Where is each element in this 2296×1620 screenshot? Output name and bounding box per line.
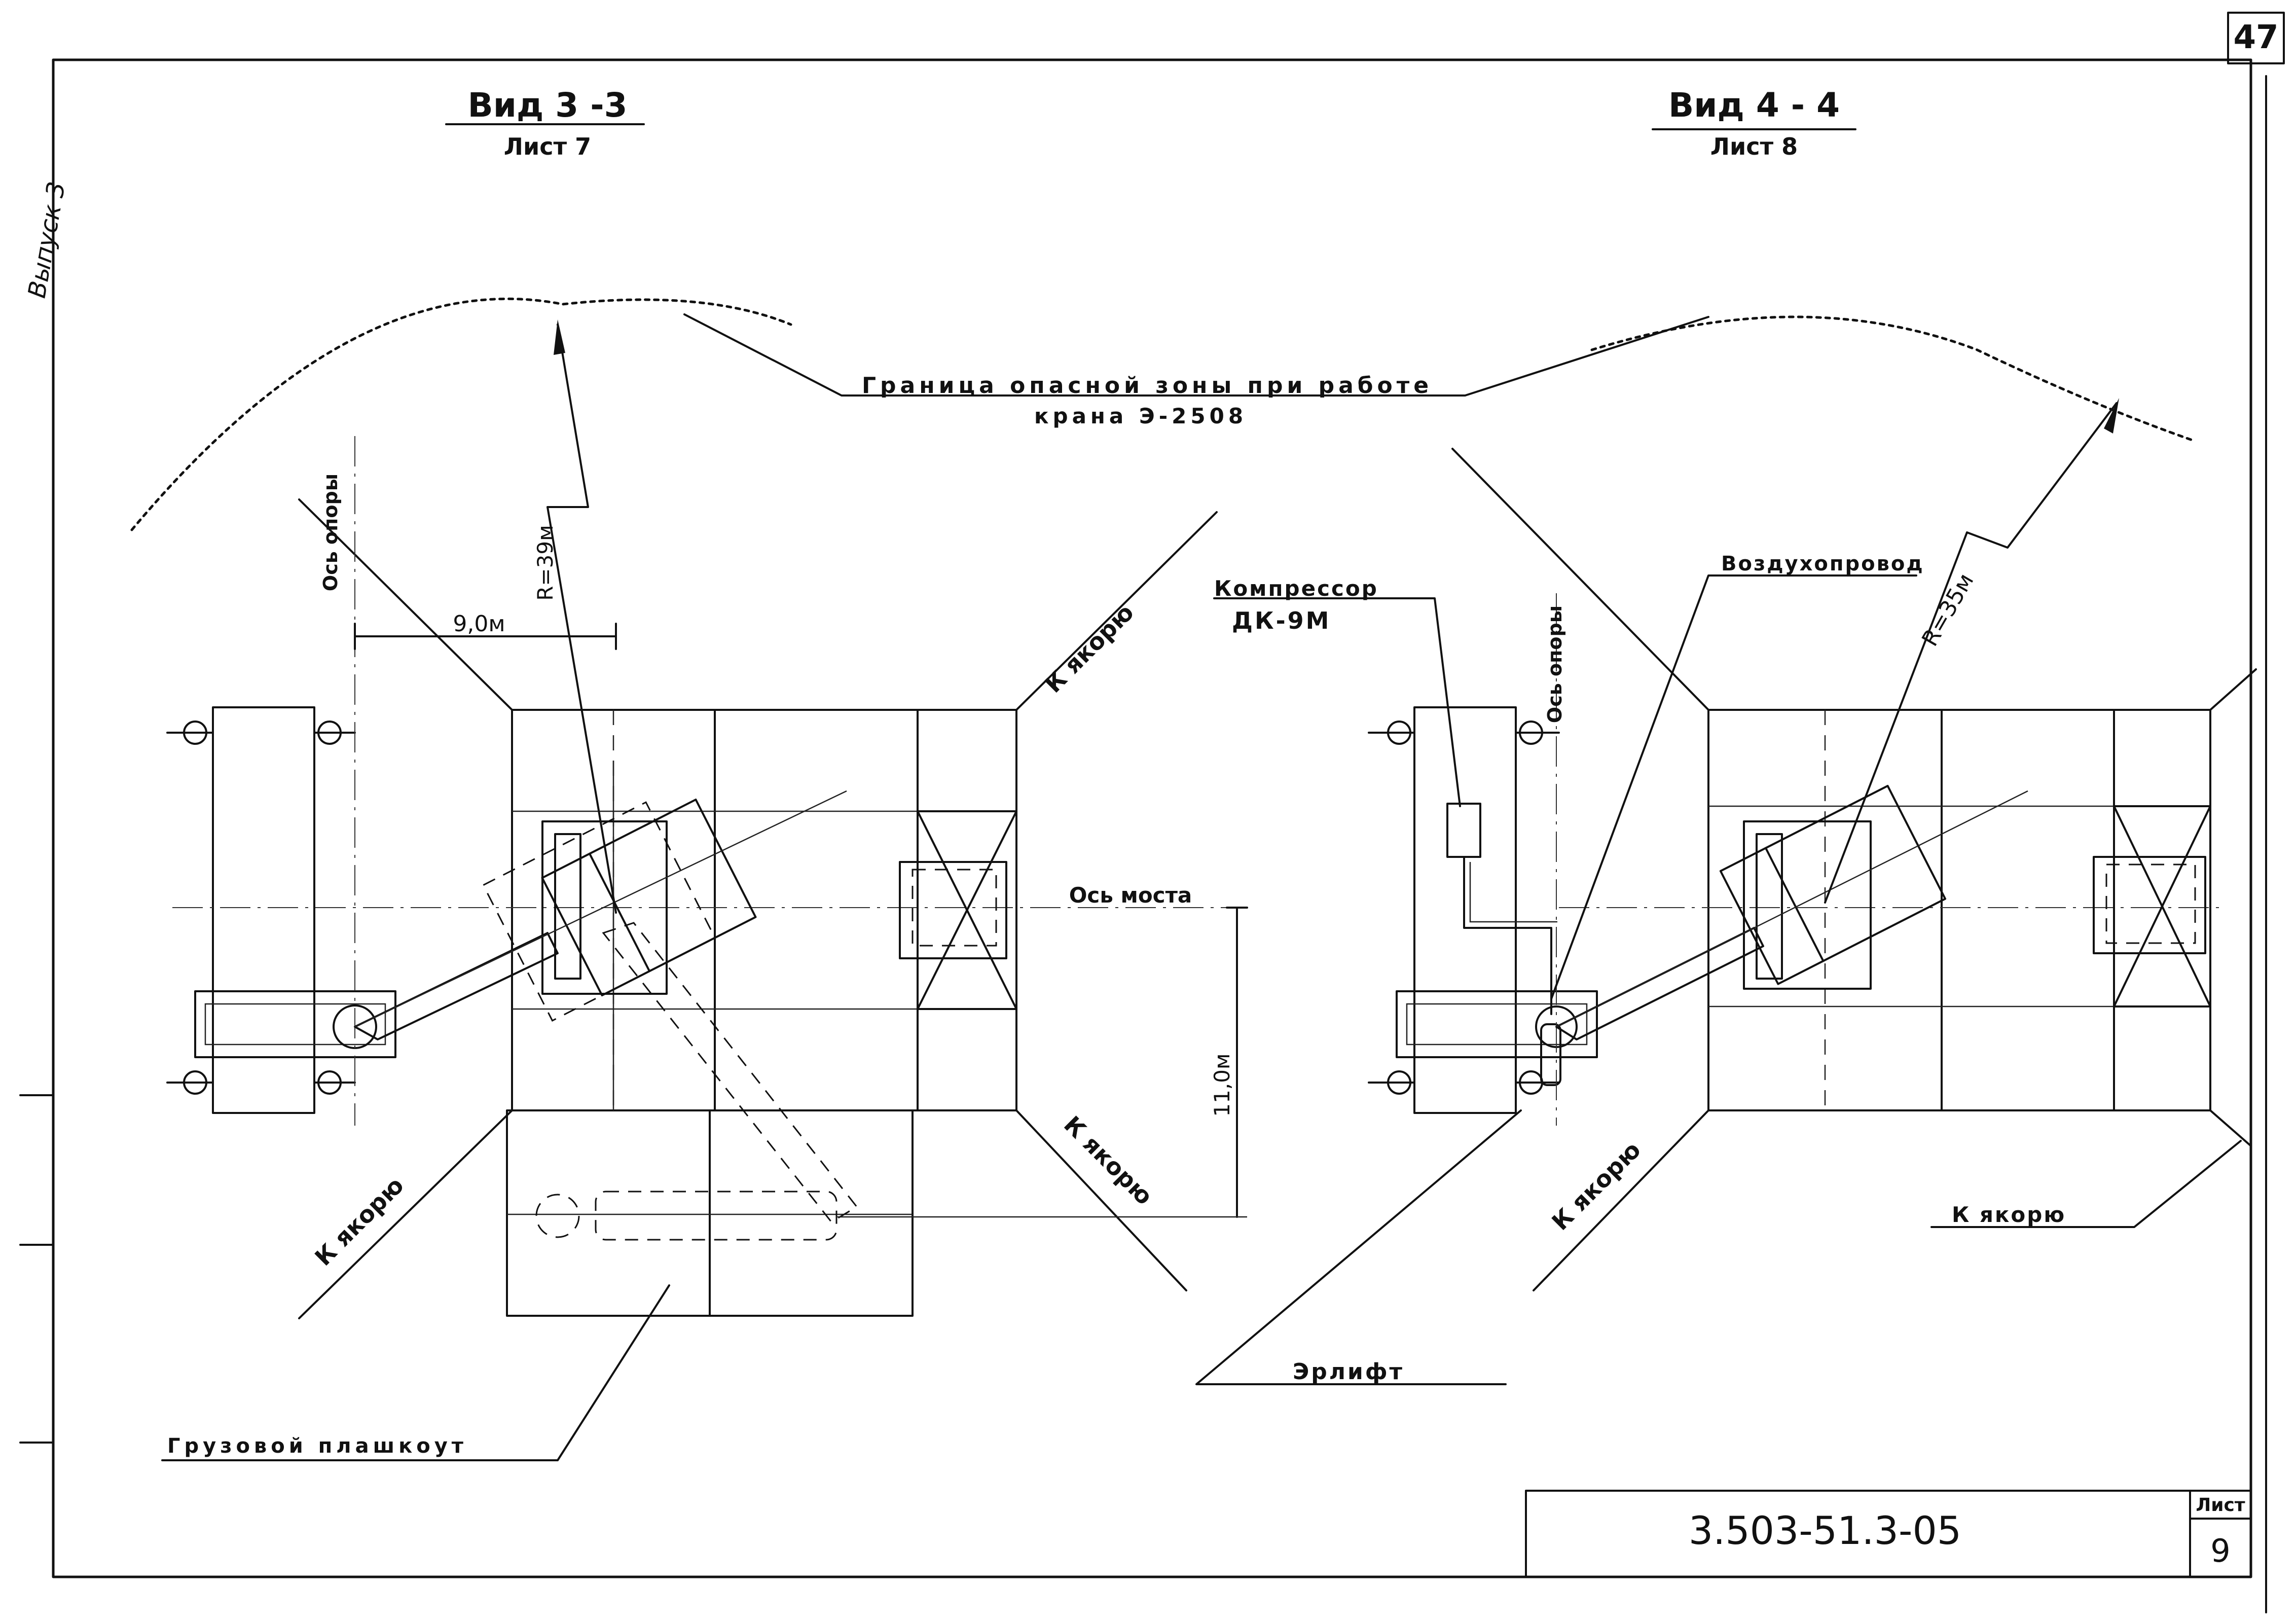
sheet-number: 9 <box>2210 1532 2230 1569</box>
right-view-drawing <box>1195 398 2257 1385</box>
margin-label: Выпуск 3 <box>23 179 71 300</box>
left-view-drawing <box>161 319 1248 1461</box>
view-right-title: Вид 4 - 4 Лист 8 <box>1652 86 1856 160</box>
bridge-axis-label: Ось моста <box>1069 883 1192 908</box>
danger-zone-arcs <box>130 297 2197 531</box>
sheet-label: Лист <box>2196 1495 2245 1516</box>
doc-number: 3.503-51.3-05 <box>1689 1508 1961 1553</box>
compressor-label: Компрессор <box>1214 576 1378 601</box>
support-axis-right-label: Ось опоры <box>1544 605 1566 723</box>
danger-zone-line1: Граница опасной зоны при работе <box>862 373 1433 399</box>
dim-11-label: 11,0м <box>1210 1053 1234 1117</box>
cargo-pontoon-label: Грузовой плашкоут <box>167 1434 467 1458</box>
support-axis-left-label: Ось опоры <box>319 474 342 591</box>
view-right-subtitle: Лист 8 <box>1710 133 1798 160</box>
sheet-frame <box>19 12 2285 1613</box>
air-pipe-label: Воздухопровод <box>1721 552 1924 575</box>
view-left-title: Вид 3 -3 Лист 7 <box>445 86 645 160</box>
to-anchor-r-br-label: К якорю <box>1952 1202 2066 1227</box>
view-left-subtitle: Лист 7 <box>504 133 591 160</box>
to-anchor-br-label: К якорю <box>1059 1111 1158 1210</box>
dim-9-label: 9,0м <box>453 611 505 637</box>
to-anchor-r-bl-label: К якорю <box>1547 1136 1646 1236</box>
danger-zone-line2: крана Э-2508 <box>1034 404 1247 428</box>
airlift-label: Эрлифт <box>1293 1359 1404 1385</box>
to-anchor-bl-label: К якорю <box>310 1172 409 1271</box>
sheet-corner-number: 47 <box>2233 19 2278 56</box>
radius-left-label: R=39м <box>533 525 558 601</box>
title-block <box>1525 1490 2252 1578</box>
to-anchor-tl-label: К якорю <box>1040 599 1139 698</box>
compressor-model-label: ДК-9М <box>1232 607 1331 634</box>
view-right-title-text: Вид 4 - 4 <box>1668 86 1840 125</box>
view-left-title-text: Вид 3 -3 <box>467 86 627 125</box>
